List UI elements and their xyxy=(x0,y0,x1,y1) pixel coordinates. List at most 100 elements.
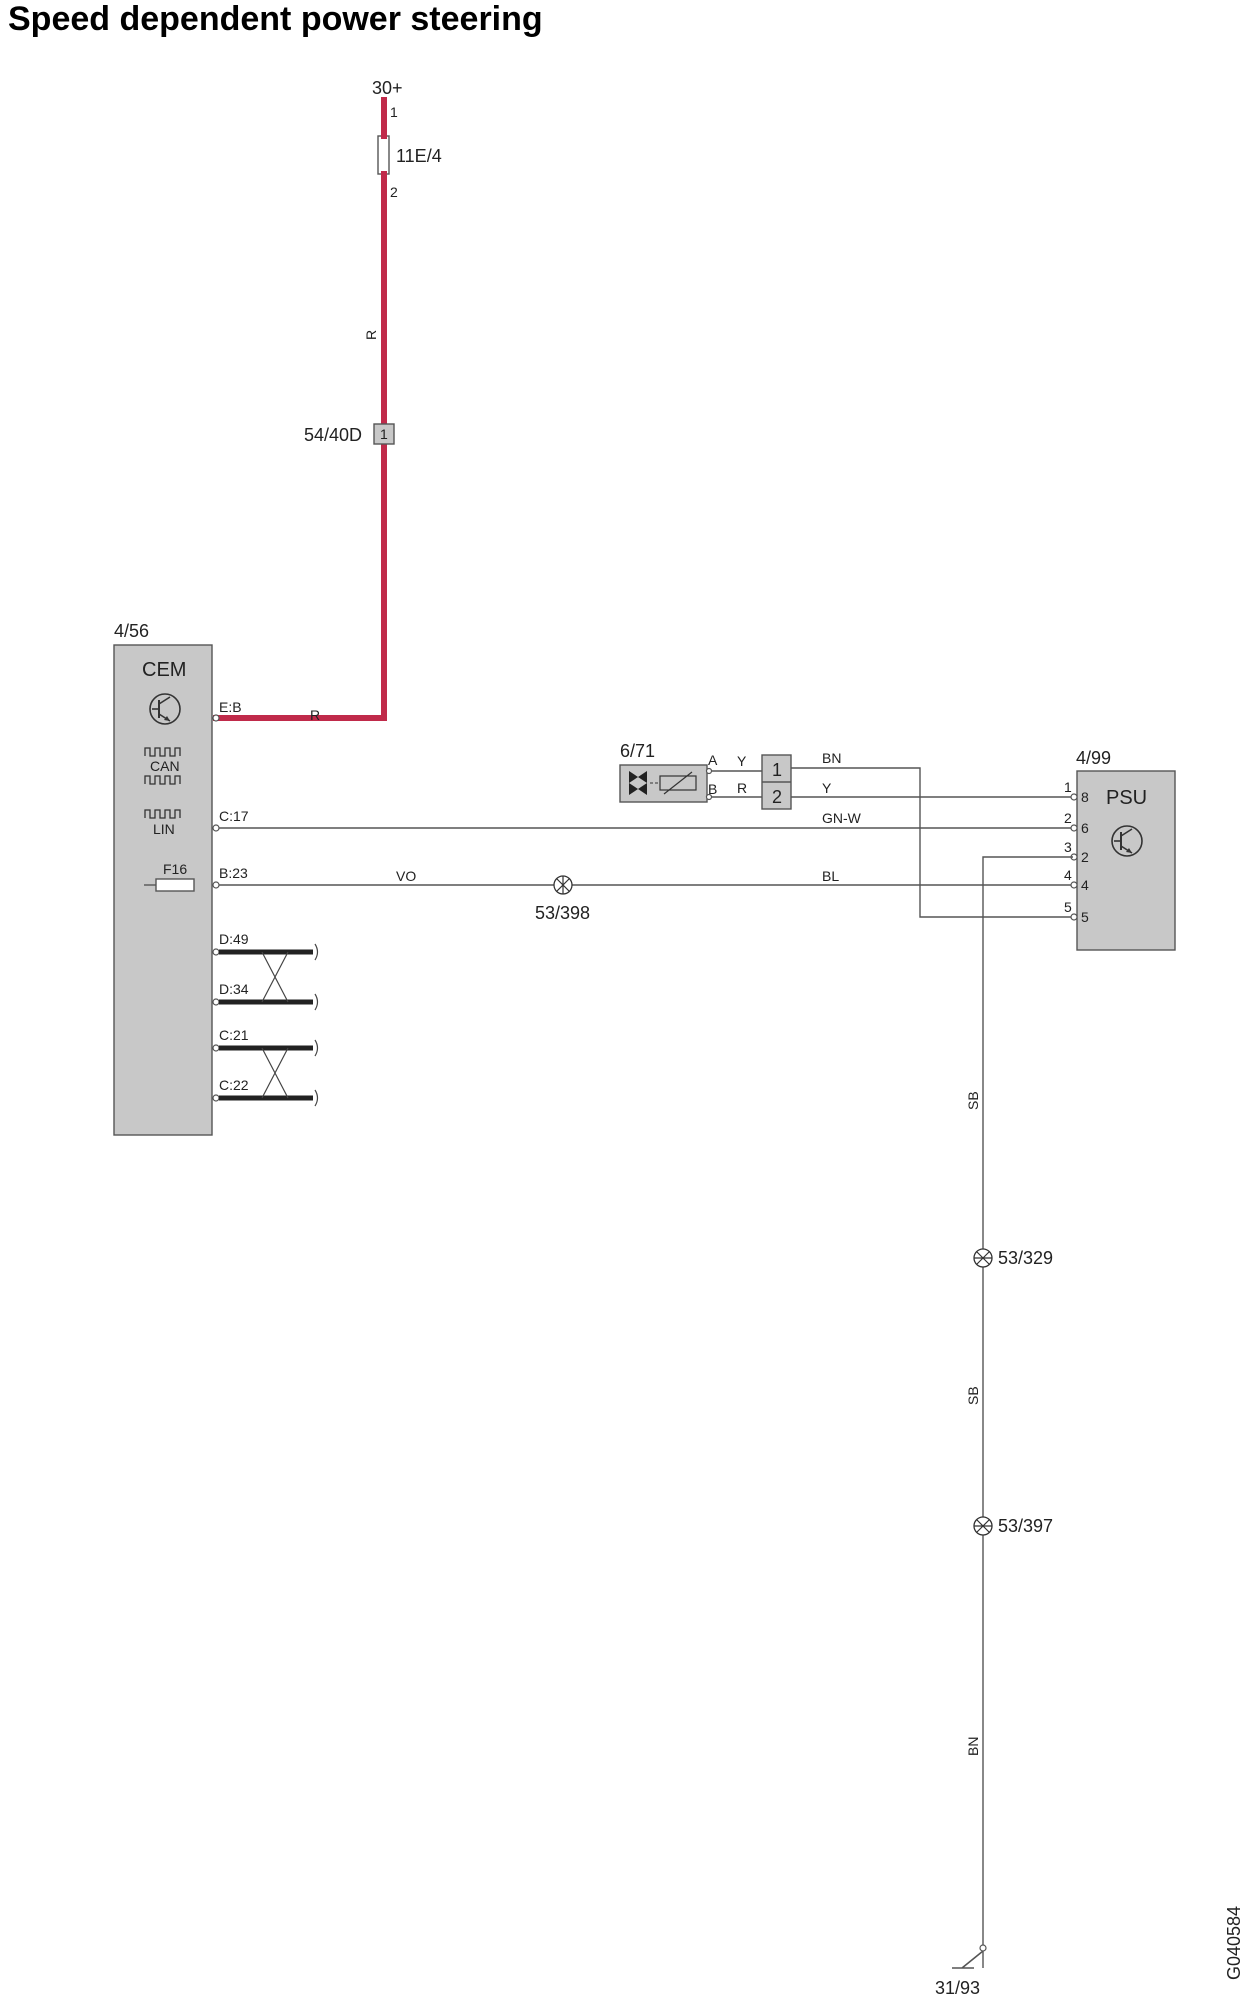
ground-31-93[interactable]: 31/93 xyxy=(935,1944,987,1998)
valve-body xyxy=(619,764,708,803)
valve-connector-pin-2: 2 xyxy=(772,787,782,807)
splice-53-329[interactable]: 53/329 xyxy=(973,1248,1053,1268)
bus-pair-2-continuation xyxy=(314,1039,319,1107)
cem-pin-c22-label: C:22 xyxy=(219,1077,249,1093)
wire-bl-color: BL xyxy=(822,868,839,884)
psu-pin-4[interactable] xyxy=(1070,881,1078,889)
ground-terminal xyxy=(979,1944,987,1952)
lin-bus-icon xyxy=(144,809,181,819)
valve-connector-pin-1: 1 xyxy=(772,760,782,780)
cem-pin-eb-label: E:B xyxy=(219,699,242,715)
valve-pin-b-label: B xyxy=(708,781,717,797)
psu-module[interactable]: 4/99 PSU xyxy=(1076,748,1176,951)
internal-fuse-label: F16 xyxy=(163,861,187,877)
transistor-icon xyxy=(149,693,181,725)
cem-eb-wire-label: R xyxy=(310,707,320,723)
valve-wire-a-color: Y xyxy=(737,753,747,769)
psu-pin-5[interactable] xyxy=(1070,913,1078,921)
psu-int-pin-6: 6 xyxy=(1081,820,1089,836)
cem-pin-d49-label: D:49 xyxy=(219,931,249,947)
psu-ext-pin-1: 1 xyxy=(1064,779,1072,795)
wire-vo-color: VO xyxy=(396,868,416,884)
psu-pins: 1 2 3 4 5 8 6 2 4 5 xyxy=(1064,779,1089,925)
splice-53-397[interactable]: 53/397 xyxy=(973,1516,1053,1536)
psu-ext-pin-5: 5 xyxy=(1064,899,1072,915)
cem-pins: E:B C:17 B:23 D:49 D:34 C:21 C:22 xyxy=(212,699,249,1102)
cem-module[interactable]: 4/56 CEM CAN LIN F16 xyxy=(113,621,213,1136)
cem-pin-d34[interactable] xyxy=(212,998,220,1006)
supply-terminal-label: 30+ xyxy=(372,78,403,98)
cem-pin-c21-label: C:21 xyxy=(219,1027,249,1043)
ground-icon xyxy=(952,1950,984,1969)
valve-pin-a-label: A xyxy=(708,752,718,768)
fuse-pin-2-label: 2 xyxy=(390,184,398,200)
wire-bn-color: BN xyxy=(822,750,841,766)
valve-pin-a[interactable] xyxy=(705,767,713,775)
bus-pair-1-lines xyxy=(219,949,313,1005)
psu-int-pin-5: 5 xyxy=(1081,909,1089,925)
power-wire-color-label: R xyxy=(363,330,379,340)
can-label: CAN xyxy=(150,758,180,774)
connector-54-40d-pin: 1 xyxy=(380,426,388,442)
cem-pin-c17-label: C:17 xyxy=(219,808,249,824)
valve-wire-b-color: R xyxy=(737,780,747,796)
bus-pair-2-twist xyxy=(261,1047,289,1099)
connector-54-40d-label: 54/40D xyxy=(304,425,362,445)
fuse-11e4[interactable]: 1 2 11E/4 xyxy=(377,104,442,200)
cem-pin-c21[interactable] xyxy=(212,1044,220,1052)
cem-pin-eb[interactable] xyxy=(212,714,220,722)
bus-pair-1-continuation xyxy=(314,943,319,1011)
fuse-symbol xyxy=(377,135,390,175)
wire-bn[interactable] xyxy=(791,767,1073,918)
cem-pin-d49[interactable] xyxy=(212,948,220,956)
solenoid-coil-icon xyxy=(659,775,697,791)
cem-name-label: CEM xyxy=(142,659,186,681)
psu-int-pin-2: 2 xyxy=(1081,849,1089,865)
splice-53-329-label: 53/329 xyxy=(998,1248,1053,1268)
ground-wire-sb-1: SB xyxy=(965,1091,981,1110)
fuse-id-label: 11E/4 xyxy=(396,146,442,166)
cem-pin-b23-label: B:23 xyxy=(219,865,248,881)
cem-pin-c17[interactable] xyxy=(212,824,220,832)
valve-symbol-icon xyxy=(629,771,647,795)
valve-ref-label: 6/71 xyxy=(620,741,655,761)
psu-ext-pin-3: 3 xyxy=(1064,839,1072,855)
psu-name-label: PSU xyxy=(1106,787,1147,809)
valve-pin-b[interactable] xyxy=(705,793,713,801)
connector-54-40d[interactable]: 1 54/40D xyxy=(304,423,395,445)
ground-wire-sb-2: SB xyxy=(965,1386,981,1405)
power-wire[interactable] xyxy=(213,97,387,721)
splice-53-398-label: 53/398 xyxy=(535,903,590,923)
psu-pin-2[interactable] xyxy=(1070,824,1078,832)
lin-label: LIN xyxy=(153,821,175,837)
ground-wire[interactable] xyxy=(982,856,1073,1968)
psu-ext-pin-2: 2 xyxy=(1064,810,1072,826)
psu-body xyxy=(1076,770,1176,951)
wire-gn-w-color: GN-W xyxy=(822,810,862,826)
psu-ref-label: 4/99 xyxy=(1076,748,1111,768)
psu-pin-1[interactable] xyxy=(1070,793,1078,801)
ground-label: 31/93 xyxy=(935,1978,980,1998)
psu-int-pin-8: 8 xyxy=(1081,789,1089,805)
splice-53-397-label: 53/397 xyxy=(998,1516,1053,1536)
splice-53-398[interactable]: 53/398 xyxy=(535,875,590,923)
bus-pair-1-twist xyxy=(261,951,289,1003)
valve-connector[interactable]: 1 2 xyxy=(761,754,792,810)
psu-ext-pin-4: 4 xyxy=(1064,867,1072,883)
can-bus-icon xyxy=(144,747,181,785)
cem-pin-c22[interactable] xyxy=(212,1094,220,1102)
figure-code: G040584 xyxy=(1224,1906,1241,1980)
cem-ref-label: 4/56 xyxy=(114,621,149,641)
transistor-icon xyxy=(1111,825,1143,857)
bus-pair-2-lines xyxy=(219,1045,313,1101)
cem-pin-b23[interactable] xyxy=(212,881,220,889)
fuse-pin-1-label: 1 xyxy=(390,104,398,120)
valve-6-71[interactable]: 6/71 A B xyxy=(619,741,718,803)
ground-wire-bn: BN xyxy=(965,1737,981,1756)
cem-pin-d34-label: D:34 xyxy=(219,981,249,997)
page-title: Speed dependent power steering xyxy=(8,0,543,38)
internal-fuse-icon xyxy=(155,878,195,892)
bus-twisted-pairs[interactable] xyxy=(219,943,319,1107)
psu-int-pin-4: 4 xyxy=(1081,877,1089,893)
